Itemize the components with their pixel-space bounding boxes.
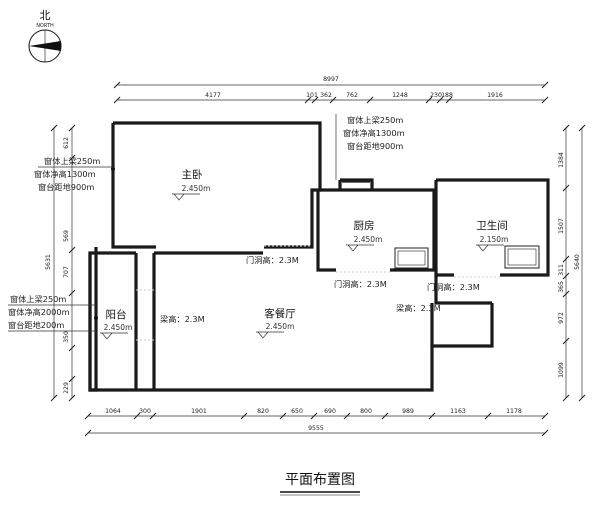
dim-left-seg-6: 229	[63, 382, 70, 394]
dim-bottom-seg-7: 800	[360, 408, 372, 415]
dim-right-total: 5640	[574, 254, 581, 270]
room-elevation: 2.150m	[480, 235, 509, 244]
room-name: 阳台	[106, 308, 127, 321]
svg-text:窗体上梁250m: 窗体上梁250m	[10, 294, 66, 304]
elevation-marker-icon	[476, 244, 504, 252]
beam-height-note: 梁高：2.3M	[396, 303, 441, 313]
dim-top-total: 8997	[323, 76, 339, 83]
bottom-dimensions: 1064 300 1901 820 650 690 800 989 1163 1…	[84, 408, 549, 437]
svg-text:窗台距地900m: 窗台距地900m	[38, 182, 94, 192]
dim-top-seg-7: 188	[441, 92, 453, 99]
door-height-note: 门洞高：2.3M	[246, 255, 299, 265]
dim-top-seg-3: 362	[320, 92, 332, 99]
window-note-top: 窗体上梁250m 窗体净高1300m 窗台距地900m	[335, 114, 405, 180]
compass-label-en: NORTH	[36, 23, 54, 29]
room-kitchen: 厨房 2.450m	[346, 219, 383, 252]
room-elevation: 2.450m	[182, 184, 211, 193]
svg-text:窗台距地200m: 窗台距地200m	[8, 320, 64, 330]
dim-bottom-seg-5: 650	[291, 408, 303, 415]
svg-text:窗体上梁250m: 窗体上梁250m	[44, 156, 100, 166]
door-openings	[136, 245, 500, 341]
dim-top-seg-5: 1248	[392, 92, 408, 99]
page-title: 平面布置图	[285, 472, 355, 488]
window-note-left-upper: 窗体上梁250m 窗体净高1300m 窗台距地900m	[34, 156, 113, 192]
dim-left-seg-5: 350	[63, 331, 70, 343]
room-master-bedroom: 主卧 2.450m	[172, 168, 211, 201]
svg-text:窗体净高1300m: 窗体净高1300m	[343, 128, 405, 138]
dim-bottom-seg-10: 1178	[506, 408, 522, 415]
left-dimensions: 612 569 5631 707 350 229	[45, 124, 76, 402]
height-notes: 门洞高：2.3M 门洞高：2.3M 门洞高：2.3M 梁高：2.3M 梁高：2.…	[160, 255, 480, 324]
compass: 北 NORTH	[28, 9, 62, 63]
beam-height-note: 梁高：2.3M	[160, 314, 205, 324]
dim-bottom-seg-1: 1064	[105, 408, 121, 415]
room-living-dining: 客餐厅 2.450m	[256, 307, 296, 339]
dim-left-seg-4: 707	[63, 266, 70, 278]
door-height-note: 门洞高：2.3M	[427, 282, 480, 292]
dim-right-seg-1: 1384	[558, 152, 565, 168]
elevation-marker-icon	[256, 331, 284, 339]
dim-top-seg-2: 101	[306, 92, 318, 99]
kitchen-sink-icon	[394, 247, 429, 269]
dim-bottom-seg-9: 1163	[450, 408, 466, 415]
door-height-note: 门洞高：2.3M	[334, 279, 387, 289]
dim-bottom-seg-6: 690	[324, 408, 336, 415]
leader-dot	[94, 316, 98, 320]
dim-left-seg-2: 569	[63, 230, 70, 242]
room-name: 主卧	[182, 168, 203, 181]
dim-bottom-seg-8: 989	[402, 408, 414, 415]
svg-text:窗体净高2000m: 窗体净高2000m	[8, 307, 70, 317]
dim-right-seg-3: 311	[558, 264, 565, 276]
dim-bottom-total: 9555	[308, 425, 324, 432]
dim-right-seg-6: 1099	[558, 362, 565, 378]
dim-top-seg-4: 762	[346, 92, 358, 99]
dim-top-seg-8: 1916	[487, 92, 503, 99]
dim-left-seg-3: 5631	[45, 254, 52, 270]
room-name: 厨房	[354, 219, 375, 232]
room-name: 卫生间	[476, 219, 508, 232]
dim-bottom-seg-3: 1901	[191, 408, 207, 415]
room-elevation: 2.450m	[104, 323, 133, 332]
compass-label-cn: 北	[40, 9, 51, 22]
drawing-title: 平面布置图	[280, 472, 360, 496]
leader-dot	[111, 167, 115, 171]
room-elevation: 2.450m	[354, 235, 383, 244]
room-name: 客餐厅	[264, 307, 296, 320]
dim-top-seg-1: 4177	[205, 92, 221, 99]
room-balcony: 阳台 2.450m	[100, 308, 133, 340]
dim-right-seg-4: 365	[558, 281, 565, 293]
walls	[88, 121, 550, 392]
dim-right-seg-2: 1507	[558, 218, 565, 234]
dim-bottom-seg-2: 300	[139, 408, 151, 415]
fixtures	[94, 167, 540, 320]
elevation-marker-icon	[346, 244, 374, 252]
bath-fixture-icon	[504, 245, 540, 269]
svg-text:窗体净高1300m: 窗体净高1300m	[34, 169, 96, 179]
elevation-marker-icon	[172, 193, 200, 201]
room-elevation: 2.450m	[266, 322, 295, 331]
room-bathroom: 卫生间 2.150m	[476, 219, 509, 252]
dim-right-seg-5: 972	[558, 312, 565, 324]
dim-left-seg-1: 612	[63, 137, 70, 149]
top-dimensions: 8997 4177 101 362 762 1248 230 188 1916	[113, 76, 549, 104]
right-dimensions: 1384 1507 311 365 972 1099 5640	[558, 124, 586, 402]
dim-bottom-seg-4: 820	[257, 408, 269, 415]
window-note-left-lower: 窗体上梁250m 窗体净高2000m 窗台距地200m	[8, 294, 96, 332]
dim-top-seg-6: 230	[430, 92, 442, 99]
elevation-marker-icon	[100, 332, 128, 340]
svg-text:窗台距地900m: 窗台距地900m	[347, 141, 403, 151]
svg-text:窗体上梁250m: 窗体上梁250m	[347, 115, 403, 125]
